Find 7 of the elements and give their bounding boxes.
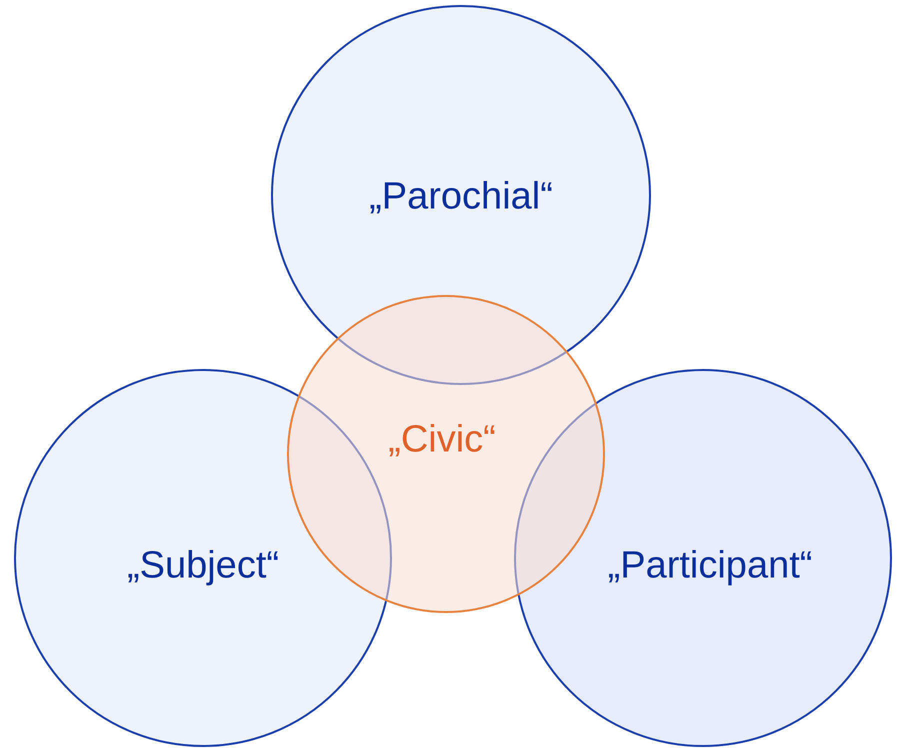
- venn-circle: [514, 369, 892, 747]
- circle-label: „Participant“: [608, 544, 812, 588]
- circle-label: „Parochial“: [369, 176, 553, 218]
- circle-label: „Subject“: [126, 544, 280, 588]
- venn-circle: [287, 295, 605, 613]
- circle-label: „Civic“: [388, 418, 496, 462]
- venn-circle: [271, 5, 651, 385]
